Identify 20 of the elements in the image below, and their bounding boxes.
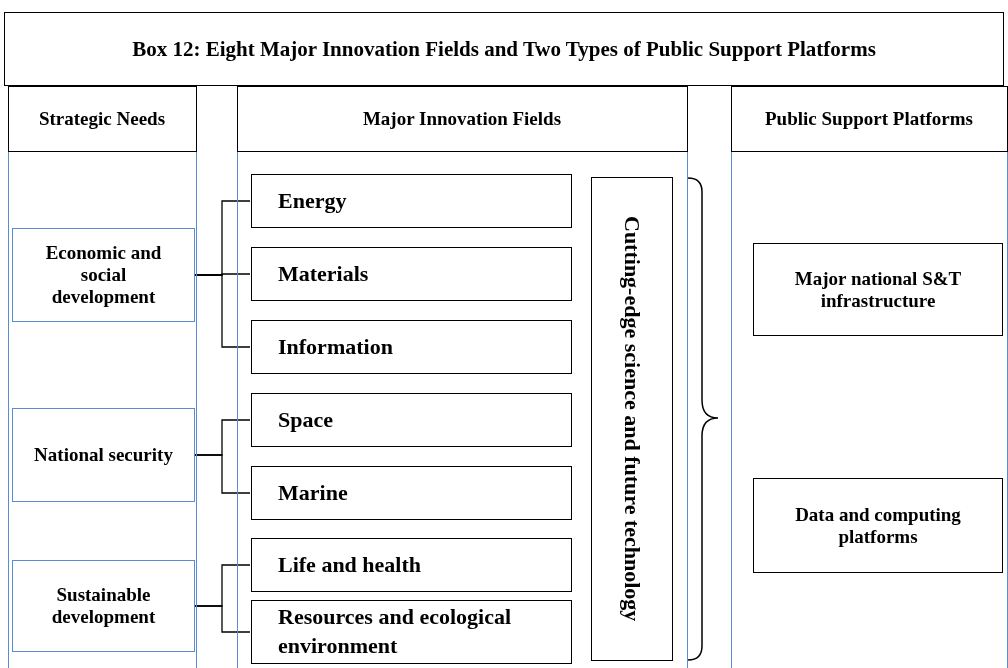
column-header: Major Innovation Fields bbox=[236, 86, 688, 152]
need-box: Sustainable development bbox=[12, 560, 195, 652]
field-box: Materials bbox=[251, 247, 572, 301]
column-header: Strategic Needs bbox=[7, 86, 197, 152]
need-box: National security bbox=[12, 408, 195, 502]
need-box: Economic and social development bbox=[12, 228, 195, 322]
field-box: Life and health bbox=[251, 538, 572, 592]
column-panel bbox=[731, 86, 1008, 668]
platform-box: Major national S&T infrastructure bbox=[753, 243, 1003, 336]
field-box: Marine bbox=[251, 466, 572, 520]
field-box: Information bbox=[251, 320, 572, 374]
title-banner: Box 12: Eight Major Innovation Fields and Two Types of Public Support Platforms bbox=[4, 12, 1004, 86]
field-box: Energy bbox=[251, 174, 572, 228]
column-header: Public Support Platforms bbox=[730, 86, 1008, 152]
column-panel bbox=[8, 86, 197, 668]
platform-box: Data and computing platforms bbox=[753, 478, 1003, 573]
field-box: Space bbox=[251, 393, 572, 447]
column-panel bbox=[237, 86, 688, 668]
field-box: Resources and ecological environment bbox=[251, 600, 572, 664]
vertical-text-box: Cutting-edge science and future technology bbox=[591, 177, 673, 661]
